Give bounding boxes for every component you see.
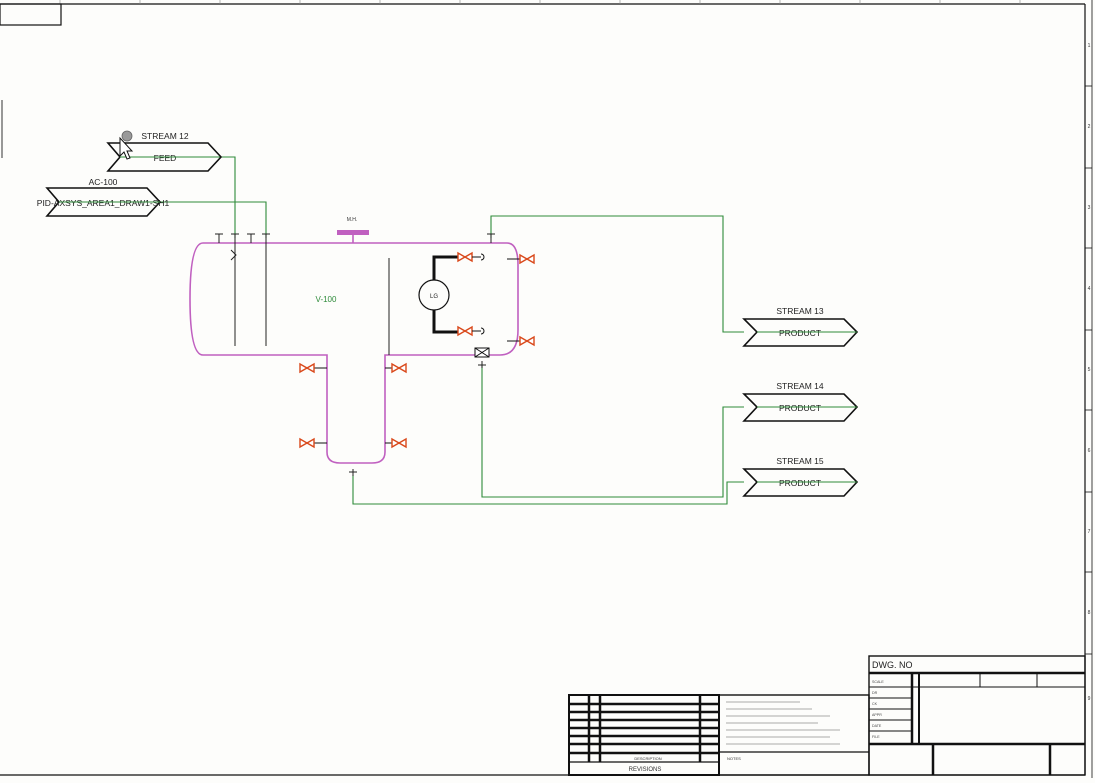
stream-15-label: PRODUCT: [779, 478, 821, 488]
zone-number: 3: [1088, 205, 1091, 211]
instrument-box-icon[interactable]: [474, 347, 490, 358]
stream-14-connector[interactable]: STREAM 14 PRODUCT: [742, 381, 859, 422]
zone-number: 5: [1088, 367, 1091, 373]
zone-number: 8: [1088, 610, 1091, 616]
stream-13-connector[interactable]: STREAM 13 PRODUCT: [742, 306, 859, 347]
row-label: DR: [872, 691, 878, 695]
stream-13-label: PRODUCT: [779, 328, 821, 338]
zone-number: 4: [1088, 286, 1091, 292]
mouse-pointer-icon: [119, 130, 134, 160]
vessel-v100[interactable]: [189, 230, 519, 464]
row-label: SCALE: [872, 680, 884, 684]
ac-100-connector[interactable]: AC-100 PID-AXSYS_AREA1_DRAW1-SH1: [37, 177, 170, 217]
row-label: CK: [872, 702, 878, 706]
valve-icon: [385, 362, 407, 374]
revisions-table: [568, 694, 720, 776]
process-lines: [160, 156, 744, 505]
valve-icon: [299, 437, 327, 449]
valve-icon: [507, 335, 535, 347]
right-ruler-ticks: [1085, 85, 1092, 655]
manhole-label: M.H.: [347, 217, 358, 223]
feed-line: [220, 156, 236, 238]
valve-icon: [507, 253, 535, 265]
boot-outlet-line: [352, 475, 744, 505]
valve-icon: [385, 437, 407, 449]
corner-tag-box: [0, 3, 62, 26]
stream-12-label: FEED: [154, 153, 177, 163]
ac-100-label: PID-AXSYS_AREA1_DRAW1-SH1: [37, 198, 170, 208]
ac-100-name: AC-100: [89, 177, 118, 187]
stream-15-name: STREAM 15: [776, 456, 824, 466]
top-ruler-ticks: [59, 0, 1021, 4]
stream-14-label: PRODUCT: [779, 403, 821, 413]
zone-number: 6: [1088, 448, 1091, 454]
row-label: APPR: [872, 713, 882, 717]
valves[interactable]: [299, 253, 535, 449]
level-gauge-label: LG: [430, 294, 438, 300]
title-block: [868, 655, 1086, 776]
vessel-name-label: V-100: [316, 295, 337, 304]
zone-number: 2: [1088, 124, 1091, 130]
zone-number: 9: [1088, 696, 1091, 702]
stream-14-name: STREAM 14: [776, 381, 824, 391]
zone-number: 1: [1088, 43, 1091, 49]
vessel-internals: [230, 238, 390, 355]
connector-through-lines: [59, 156, 857, 483]
stream-12-name: STREAM 12: [141, 131, 189, 141]
zone-number: 7: [1088, 529, 1091, 535]
valve-icon: [299, 362, 327, 374]
vapor-outlet-line: [490, 215, 744, 333]
description-label: DESCRIPTION: [634, 756, 661, 761]
notes-area: [718, 694, 870, 776]
title-block-row-labels: SCALE DR CK APPR DATE FILE: [872, 680, 884, 739]
level-gauge-bubble: [418, 279, 450, 311]
level-gauge[interactable]: LG: [418, 251, 485, 337]
row-label: DATE: [872, 724, 882, 728]
stream-15-connector[interactable]: STREAM 15 PRODUCT: [742, 456, 859, 497]
stream-13-name: STREAM 13: [776, 306, 824, 316]
row-label: FILE: [872, 735, 880, 739]
side-outlet-line: [481, 365, 744, 498]
dwg-no-label: DWG. NO: [872, 660, 913, 670]
notes-text-lines: [726, 701, 840, 745]
zone-numbers: 1 2 3 4 5 6 7 8 9: [1088, 43, 1091, 702]
revisions-label: REVISIONS: [629, 767, 662, 773]
top-nozzles: [215, 233, 495, 476]
ac100-line: [160, 201, 267, 238]
notes-label: NOTES: [727, 756, 741, 761]
